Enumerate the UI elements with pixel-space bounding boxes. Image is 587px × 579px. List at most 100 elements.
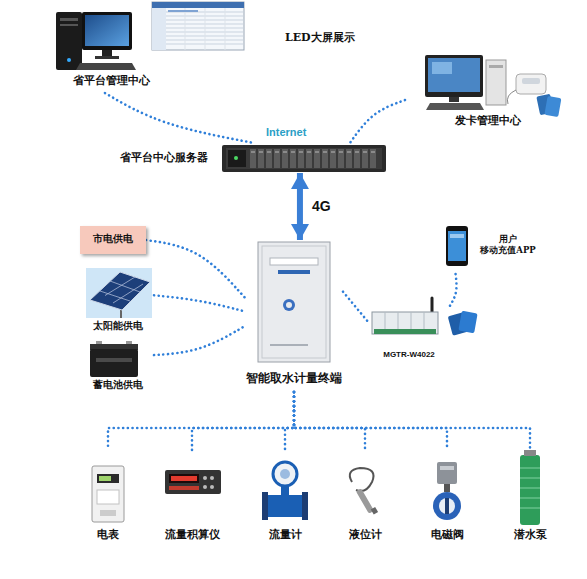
node-label: LED大屏展示: [285, 31, 362, 45]
card-station-illustration: [507, 90, 516, 104]
server-illustration: [222, 145, 386, 172]
battery-illustration: [90, 341, 138, 377]
battery-illustration: [96, 358, 132, 362]
module-illustration: [372, 298, 478, 336]
card-station-illustration: [486, 60, 506, 105]
dotted-connector: [146, 240, 245, 298]
computer-illustration: [56, 12, 136, 70]
solar-panel-illustration: [90, 272, 150, 310]
solenoid-valve-illustration: [440, 466, 454, 470]
dotted-connector: [285, 392, 294, 450]
node-label: 省平台中心服务器: [114, 151, 214, 165]
computer-illustration: [60, 24, 78, 26]
node-label: 太阳能供电: [82, 320, 154, 332]
flow-totalizer-illustration: [203, 476, 207, 480]
card-station-illustration: [425, 55, 483, 97]
server-illustration: [234, 156, 238, 160]
card-station-illustration: [426, 103, 484, 110]
solenoid-valve-illustration: [445, 498, 449, 514]
module-illustration: [458, 311, 477, 333]
level-gauge-illustration: [350, 468, 378, 515]
solenoid-valve: 电磁阀: [409, 450, 485, 545]
dotted-connector: [294, 392, 447, 450]
submersible-pump: 潜水泵: [492, 450, 568, 545]
phone-illustration: [446, 226, 468, 266]
pump-illustration: [520, 468, 540, 508]
solenoid-valve-illustration: [439, 498, 455, 514]
pump-illustration: [520, 455, 540, 525]
card-station-illustration: [489, 65, 503, 68]
flow-totalizer-illustration: [169, 486, 199, 490]
server-illustration: [222, 145, 386, 172]
server-illustration: [250, 149, 376, 168]
card-station-illustration: [425, 55, 561, 117]
node-label: 电磁阀: [409, 528, 485, 542]
computer-illustration: [102, 50, 112, 56]
computer-illustration: [85, 15, 129, 46]
mains-power-box: 市电供电: [80, 226, 146, 254]
node-label: 发卡管理中心: [438, 114, 538, 128]
edge-label: 4G: [312, 198, 331, 214]
computer-illustration: [82, 12, 132, 50]
solenoid-valve-illustration: [444, 484, 450, 492]
dotted-connector: [294, 392, 530, 450]
battery-power: 蓄电池供电: [82, 341, 154, 393]
card-station: 发卡管理中心: [405, 50, 565, 132]
node-label: 市电供电: [80, 233, 146, 245]
cabinet-illustration: [262, 246, 326, 358]
dotted-connector: [294, 392, 365, 450]
flow-meter-illustration: [262, 462, 308, 520]
dotted-connector: [350, 100, 405, 143]
node-label: 潜水泵: [492, 528, 568, 542]
metering-terminal: 智能取水计量终端: [245, 240, 343, 392]
flow-totalizer: 流量积算仪: [154, 450, 230, 545]
module-illustration: [374, 329, 436, 334]
led-display: LED大屏展示: [150, 0, 362, 52]
dotted-connector: [154, 295, 245, 311]
level-gauge: 液位计: [327, 450, 403, 545]
card-station-illustration: [432, 62, 452, 74]
computer-illustration: [76, 63, 136, 70]
computer-illustration: [67, 58, 71, 62]
led-screen-illustration: [168, 10, 198, 12]
led-screen-illustration: [185, 8, 225, 50]
solenoid-valve-illustration: [437, 462, 457, 484]
cabinet-illustration: [270, 258, 318, 265]
flow-totalizer-illustration: [165, 470, 221, 494]
card-station-illustration: [522, 78, 540, 84]
level-gauge-illustration: [350, 468, 374, 491]
pump-illustration: [520, 450, 540, 525]
cabinet-illustration: [278, 270, 310, 274]
computer-illustration: [95, 56, 119, 59]
flow-meter: 流量计: [247, 450, 323, 545]
node-label: 流量积算仪: [154, 528, 230, 542]
flow-totalizer-illustration: [169, 474, 199, 483]
phone-illustration: [448, 231, 466, 261]
dotted-connector: [450, 270, 456, 306]
phone-illustration: [446, 226, 468, 266]
node-label: 智能取水计量终端: [245, 371, 343, 385]
node-label: 用户 移动充值APP: [473, 234, 543, 255]
solenoid-valve-illustration: [433, 492, 461, 520]
solar-power: 太阳能供电: [82, 266, 154, 334]
electric-meter-illustration: [92, 466, 124, 522]
network-label: Internet: [266, 126, 306, 138]
node-label: 流量计: [247, 528, 323, 542]
electric-meter-illustration: [92, 466, 124, 522]
phone-illustration: [450, 234, 464, 238]
computer-station: 省平台管理中心: [55, 5, 167, 93]
module-illustration: [372, 312, 438, 334]
led-screen-illustration: [152, 8, 166, 50]
node-label: 省平台管理中心: [55, 74, 167, 88]
cabinet-illustration: [258, 242, 330, 362]
dotted-connector: [105, 93, 254, 143]
flow-totalizer-illustration: [165, 470, 221, 494]
mgtr-module: MGTR-W4022: [368, 300, 450, 364]
cabinet-illustration: [286, 302, 292, 308]
node-label: MGTR-W4022: [368, 350, 450, 360]
solenoid-valve-illustration: [433, 462, 461, 520]
electric-meter-illustration: [97, 490, 119, 504]
electric-meter-illustration: [99, 476, 111, 481]
server-illustration: [226, 148, 382, 169]
solar-panel-illustration: [100, 277, 143, 303]
